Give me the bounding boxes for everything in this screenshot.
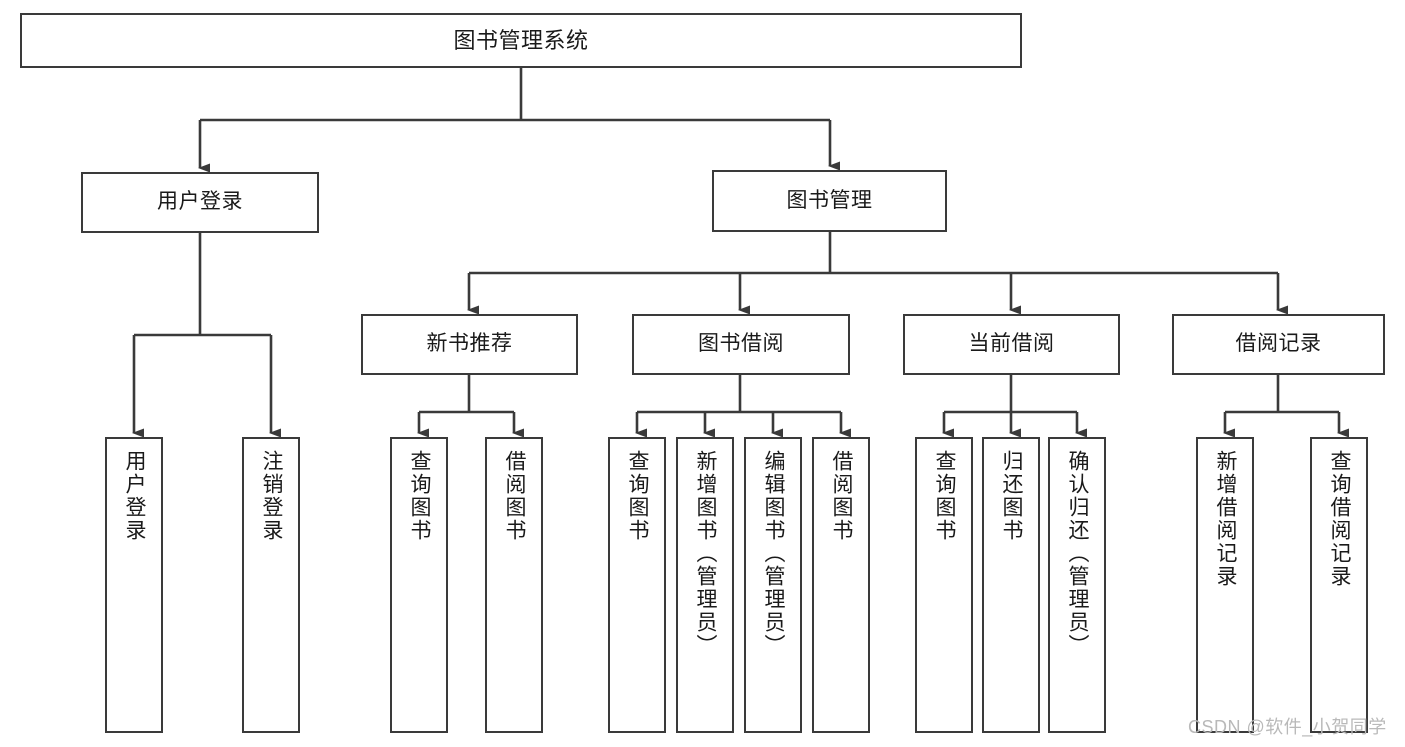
node-query-book-recommend[interactable]: 查询图书 — [390, 437, 448, 733]
node-label: 编辑图书（管理员） — [762, 450, 786, 657]
node-label: 借阅记录 — [1235, 332, 1322, 356]
node-label: 图书管理系统 — [453, 27, 589, 53]
node-label: 查询借阅记录 — [1328, 450, 1352, 588]
node-book-management[interactable]: 图书管理 — [712, 170, 947, 232]
node-label: 图书借阅 — [698, 332, 784, 356]
node-root-system[interactable]: 图书管理系统 — [20, 13, 1022, 68]
node-edit-book-admin[interactable]: 编辑图书（管理员） — [744, 437, 802, 733]
node-label: 新书推荐 — [426, 332, 513, 356]
node-add-borrow-record[interactable]: 新增借阅记录 — [1196, 437, 1254, 733]
node-label: 注销登录 — [260, 450, 284, 542]
node-label: 确认归还（管理员） — [1066, 450, 1090, 657]
node-return-book[interactable]: 归还图书 — [982, 437, 1040, 733]
node-query-book-current[interactable]: 查询图书 — [915, 437, 973, 733]
node-query-borrow-record[interactable]: 查询借阅记录 — [1310, 437, 1368, 733]
node-label: 图书管理 — [786, 188, 873, 212]
node-logout-action[interactable]: 注销登录 — [242, 437, 300, 733]
node-query-book-borrow[interactable]: 查询图书 — [608, 437, 666, 733]
node-user-login-action[interactable]: 用户登录 — [105, 437, 163, 733]
node-label: 归还图书 — [1000, 450, 1024, 542]
node-book-borrow[interactable]: 图书借阅 — [632, 314, 850, 375]
node-label: 新增借阅记录 — [1214, 450, 1238, 588]
node-borrow-book-action[interactable]: 借阅图书 — [812, 437, 870, 733]
node-label: 查询图书 — [933, 450, 957, 542]
node-add-book-admin[interactable]: 新增图书（管理员） — [676, 437, 734, 733]
csdn-watermark: CSDN @软件_小贺同学 — [1188, 717, 1387, 737]
node-label: 借阅图书 — [830, 450, 854, 542]
node-label: 用户登录 — [157, 190, 243, 214]
node-new-book-recommend[interactable]: 新书推荐 — [361, 314, 578, 375]
node-label: 新增图书（管理员） — [694, 450, 718, 657]
node-label: 当前借阅 — [968, 332, 1055, 356]
node-label: 查询图书 — [408, 450, 432, 542]
node-label: 借阅图书 — [503, 450, 527, 542]
node-label: 查询图书 — [626, 450, 650, 542]
node-borrow-record[interactable]: 借阅记录 — [1172, 314, 1385, 375]
node-confirm-return-admin[interactable]: 确认归还（管理员） — [1048, 437, 1106, 733]
node-label: 用户登录 — [123, 450, 147, 542]
node-borrow-book-recommend[interactable]: 借阅图书 — [485, 437, 543, 733]
node-user-login[interactable]: 用户登录 — [81, 172, 319, 233]
node-current-borrow[interactable]: 当前借阅 — [903, 314, 1120, 375]
